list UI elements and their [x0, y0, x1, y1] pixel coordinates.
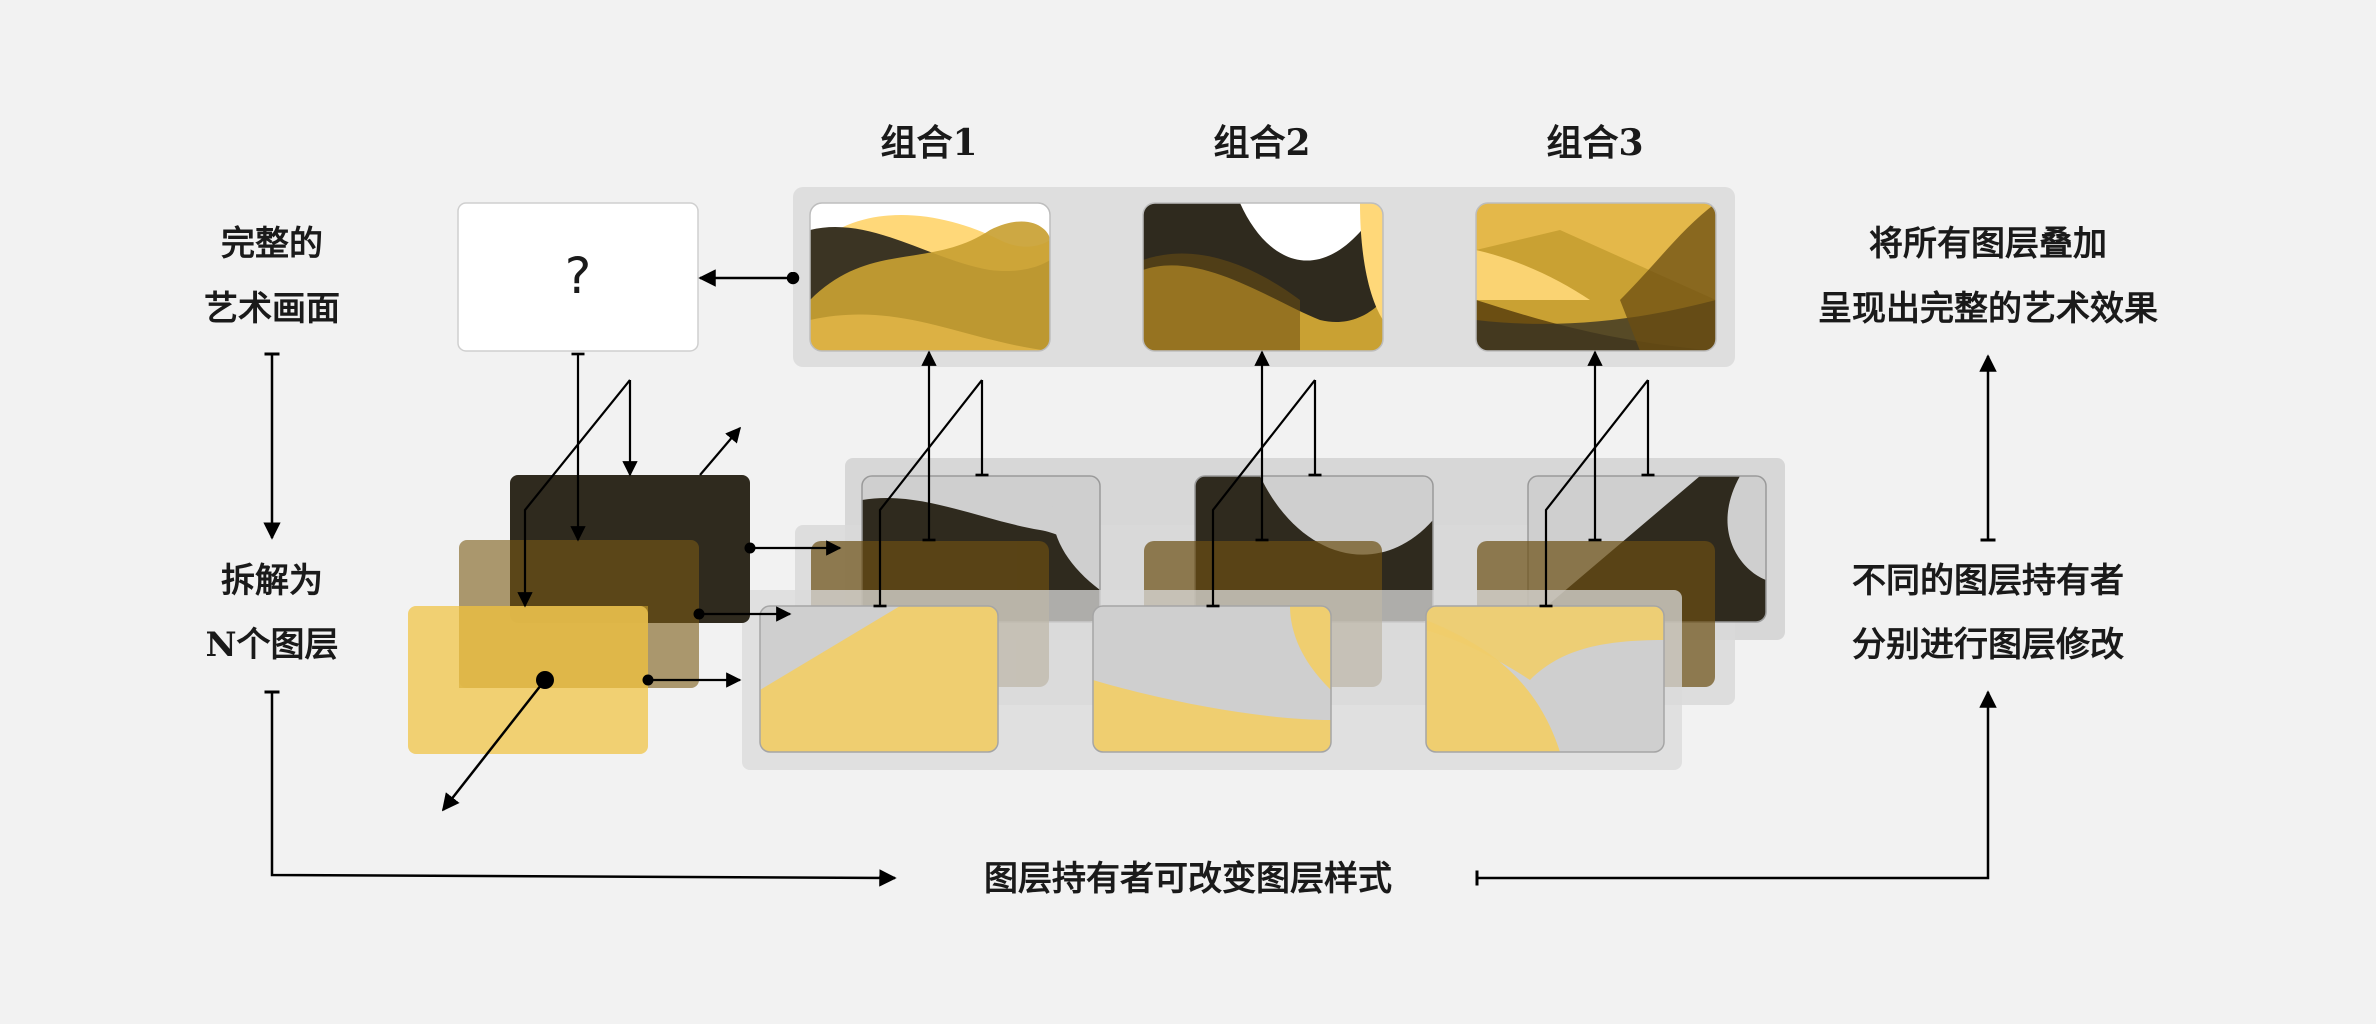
group-arrows-1: [873, 350, 989, 608]
right-top-label-line1: 将所有图层叠加: [1869, 224, 2107, 264]
left-bottom-connector: [264, 690, 897, 887]
left-top-label-line2: 艺术画面: [204, 289, 340, 329]
unknown-art-box: [457, 202, 699, 352]
layer-to-stack-arrows: [642, 540, 842, 688]
left-mid-label-line2: N个图层: [205, 625, 338, 665]
group-label-1: 组合1: [880, 122, 977, 164]
group-label-2: 组合2: [1213, 122, 1310, 164]
composite-image-3: [1476, 203, 1716, 351]
composite-image-1: [810, 203, 1050, 351]
group-label-3: 组合3: [1546, 122, 1643, 164]
right-mid-label-line2: 分别进行图层修改: [1852, 625, 2124, 665]
bottom-caption: 图层持有者可改变图层样式: [984, 859, 1392, 899]
composite-image-2: [1143, 203, 1383, 351]
group-arrows-2: [1206, 350, 1322, 608]
left-top-label-line1: 完整的: [221, 224, 323, 264]
unknown-mark: ?: [565, 247, 592, 305]
light-layer-tile-3: [1426, 606, 1664, 752]
decompose-arrows: [517, 352, 741, 608]
group-arrows-3: [1539, 350, 1655, 608]
light-layer-tile-2: [1093, 606, 1331, 752]
right-top-label-line2: 呈现出完整的艺术效果: [1818, 289, 2158, 329]
left-mid-label-line1: 拆解为: [221, 561, 323, 601]
light-layer-tile-1: [760, 606, 998, 752]
right-bottom-connector: [1475, 690, 1997, 886]
right-mid-label-line1: 不同的图层持有者: [1852, 561, 2124, 601]
light-layer-handle: [441, 671, 554, 812]
